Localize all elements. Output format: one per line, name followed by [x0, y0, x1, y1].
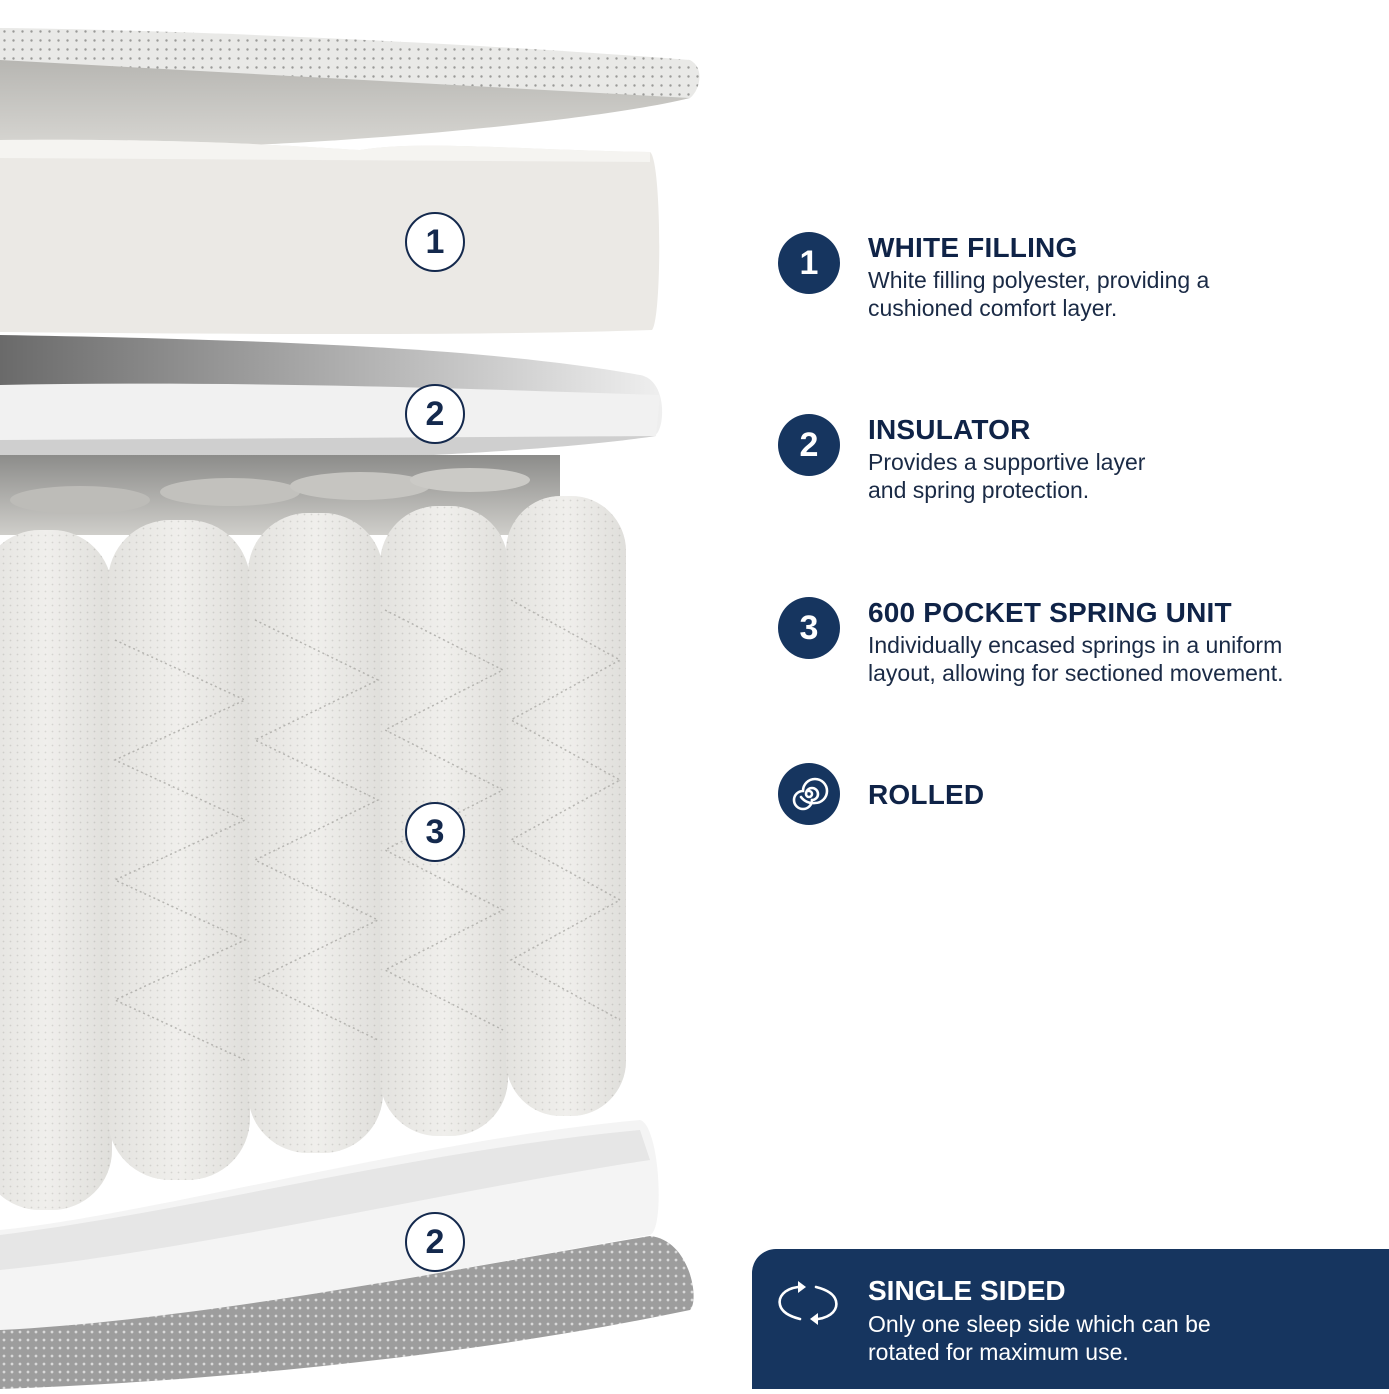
- layer-marker-3: 3: [405, 802, 465, 862]
- badge-number: 3: [799, 608, 819, 647]
- layer-marker-1: 1: [405, 212, 465, 272]
- layer-marker-label: 2: [425, 394, 445, 433]
- feature-title: WHITE FILLING: [868, 232, 1078, 263]
- rotate-arrows-icon: [778, 1281, 838, 1325]
- feature-description: Individually encased springs in a unifor…: [868, 632, 1284, 686]
- spiral-icon: [778, 763, 840, 825]
- mattress-layers-illustration: 1 2 3 2: [0, 28, 700, 1389]
- number-badge-2: 2: [778, 414, 840, 476]
- single-sided-description: Only one sleep side which can be rotated…: [868, 1311, 1211, 1365]
- layer-marker-2-top: 2: [405, 384, 465, 444]
- layer-marker-2-bottom: 2: [405, 1212, 465, 1272]
- single-sided-panel: SINGLE SIDED Only one sleep side which c…: [752, 1249, 1389, 1389]
- feature-description: White filling polyester, providing a cus…: [868, 267, 1210, 321]
- layer-marker-label: 3: [425, 812, 445, 851]
- feature-title: ROLLED: [868, 779, 985, 810]
- feature-title: INSULATOR: [868, 414, 1031, 445]
- badge-number: 2: [799, 425, 819, 464]
- spiral-glyph: [792, 777, 829, 811]
- badge-number: 1: [799, 243, 819, 282]
- layer-marker-label: 2: [425, 1222, 445, 1261]
- single-sided-title: SINGLE SIDED: [868, 1275, 1066, 1306]
- number-badge-3: 3: [778, 597, 840, 659]
- feature-description: Provides a supportive layer and spring p…: [868, 449, 1146, 503]
- number-badge-1: 1: [778, 232, 840, 294]
- layer-marker-label: 1: [425, 222, 445, 261]
- feature-title: 600 POCKET SPRING UNIT: [868, 597, 1232, 628]
- mattress-cross-section-graphic: [0, 28, 700, 1389]
